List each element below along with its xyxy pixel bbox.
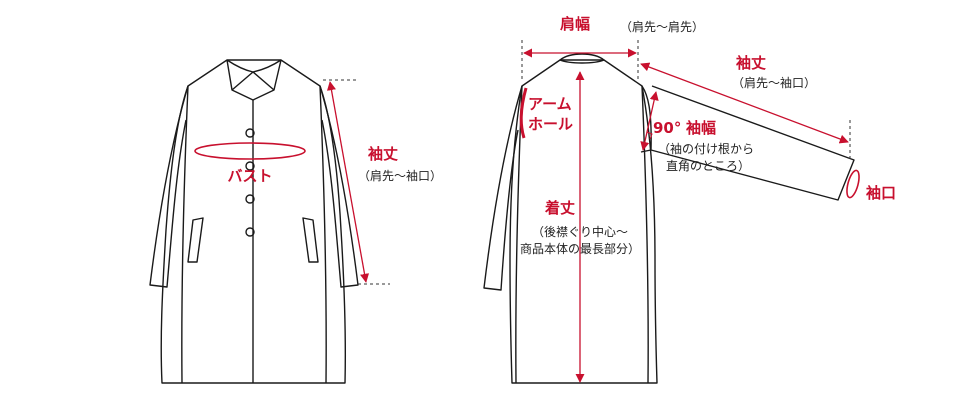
front-coat-collar xyxy=(226,59,282,101)
sleeve-width-measure xyxy=(640,91,659,151)
sleeve-width-note-line2: 直角のところ） xyxy=(666,159,751,173)
back-sleeve-length-measure xyxy=(640,62,851,160)
sleeve-width-angle: 90° xyxy=(653,119,682,137)
armhole-marker xyxy=(519,87,528,139)
back-coat-collar xyxy=(559,53,605,64)
front-sleeve-length-measure xyxy=(323,79,390,285)
front-coat-button xyxy=(245,128,255,138)
front-coat-right-pocket xyxy=(302,217,319,263)
sleeve-width-label: 袖幅 xyxy=(686,119,717,137)
front-coat-left-pocket xyxy=(187,217,204,263)
back-coat-body xyxy=(509,59,658,384)
front-sleeve-length-label: 袖丈 xyxy=(368,145,399,163)
back-sleeve-length-label: 袖丈 xyxy=(736,54,767,72)
bust-ellipse xyxy=(194,142,306,160)
bust-label: バスト xyxy=(227,167,273,185)
shoulder-width-note: （肩先〜肩先） xyxy=(620,20,705,34)
front-coat-button xyxy=(245,227,255,237)
armhole-label-line1: アーム xyxy=(528,95,572,113)
cuff-ellipse xyxy=(846,169,860,199)
front-coat-right-seam xyxy=(319,85,327,384)
armhole-label-line2: ホール xyxy=(528,115,574,133)
back-coat-left-sleeve xyxy=(483,85,523,291)
body-length-label: 着丈 xyxy=(544,199,576,217)
front-coat-button xyxy=(245,161,255,171)
back-sleeve-length-note: （肩先〜袖口） xyxy=(732,76,817,90)
sleeve-width-note-line1: （袖の付け根から xyxy=(658,142,755,156)
front-coat-left-sleeve xyxy=(149,85,189,288)
front-coat-left-seam xyxy=(181,85,189,384)
front-coat-button xyxy=(245,194,255,204)
back-coat-right-sleeve-lower xyxy=(640,149,652,153)
shoulder-width-label: 肩幅 xyxy=(560,15,591,33)
shoulder-width-measure xyxy=(521,40,639,82)
front-sleeve-length-note: （肩先〜袖口） xyxy=(358,169,443,183)
cuff-label: 袖口 xyxy=(866,184,897,202)
body-length-note-line1: （後襟ぐり中心〜 xyxy=(531,225,629,239)
body-length-note-line2: 商品本体の最長部分） xyxy=(519,242,641,256)
front-coat xyxy=(149,59,359,384)
